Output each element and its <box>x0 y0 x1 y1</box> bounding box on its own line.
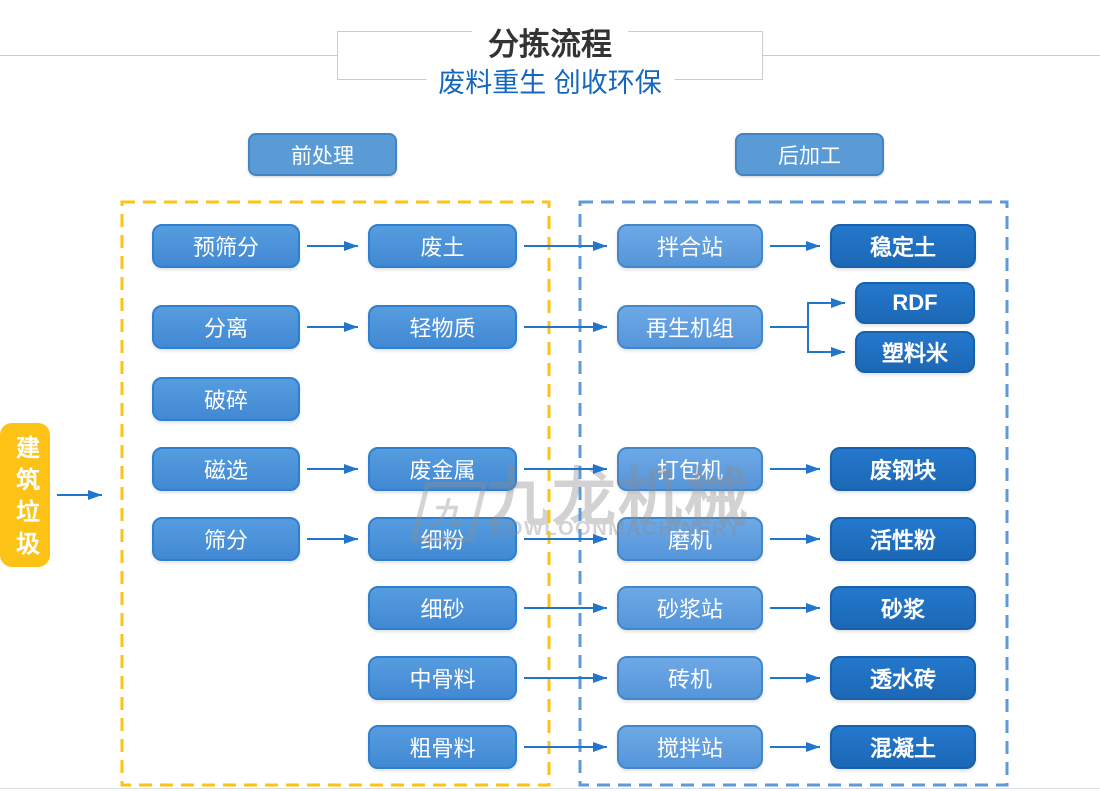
flow-node-light-material: 轻物质 <box>368 305 517 349</box>
title-rule-right <box>763 55 1100 56</box>
flow-node-coarse-aggregate: 粗骨料 <box>368 725 517 769</box>
flow-node-rdf: RDF <box>855 282 975 324</box>
flow-node-fine-sand: 细砂 <box>368 586 517 630</box>
flow-node-steel-block: 废钢块 <box>830 447 976 491</box>
flow-node-plastic-rice: 塑料米 <box>855 331 975 373</box>
flow-node-baler: 打包机 <box>617 447 763 491</box>
flow-node-brick-machine: 砖机 <box>617 656 763 700</box>
page-subtitle: 废料重生 创收环保 <box>426 61 674 100</box>
flow-node-mid-aggregate: 中骨料 <box>368 656 517 700</box>
title-rule-left <box>0 55 337 56</box>
flow-node-crush: 破碎 <box>152 377 300 421</box>
flow-node-mill: 磨机 <box>617 517 763 561</box>
flow-node-permeable-brick: 透水砖 <box>830 656 976 700</box>
page-title: 分拣流程 <box>472 19 628 64</box>
flow-node-fine-powder: 细粉 <box>368 517 517 561</box>
flow-node-stable-soil: 稳定土 <box>830 224 976 268</box>
flow-node-waste-metal: 废金属 <box>368 447 517 491</box>
source-node-construction-waste: 建筑垃圾 <box>0 423 50 567</box>
flow-node-sieve: 筛分 <box>152 517 300 561</box>
flow-node-active-powder: 活性粉 <box>830 517 976 561</box>
section-badge-postprocessing: 后加工 <box>735 133 884 176</box>
bottom-rule <box>0 788 1100 789</box>
flow-node-concrete: 混凝土 <box>830 725 976 769</box>
section-badge-preprocessing: 前处理 <box>248 133 397 176</box>
flow-node-regen-unit: 再生机组 <box>617 305 763 349</box>
flow-node-mortar-station: 砂浆站 <box>617 586 763 630</box>
flow-node-waste-soil: 废土 <box>368 224 517 268</box>
flow-node-magnetic: 磁选 <box>152 447 300 491</box>
flow-node-concrete-station: 搅拌站 <box>617 725 763 769</box>
flow-node-mortar: 砂浆 <box>830 586 976 630</box>
flow-node-presift: 预筛分 <box>152 224 300 268</box>
flow-node-separate: 分离 <box>152 305 300 349</box>
flow-node-mixing-station: 拌合站 <box>617 224 763 268</box>
